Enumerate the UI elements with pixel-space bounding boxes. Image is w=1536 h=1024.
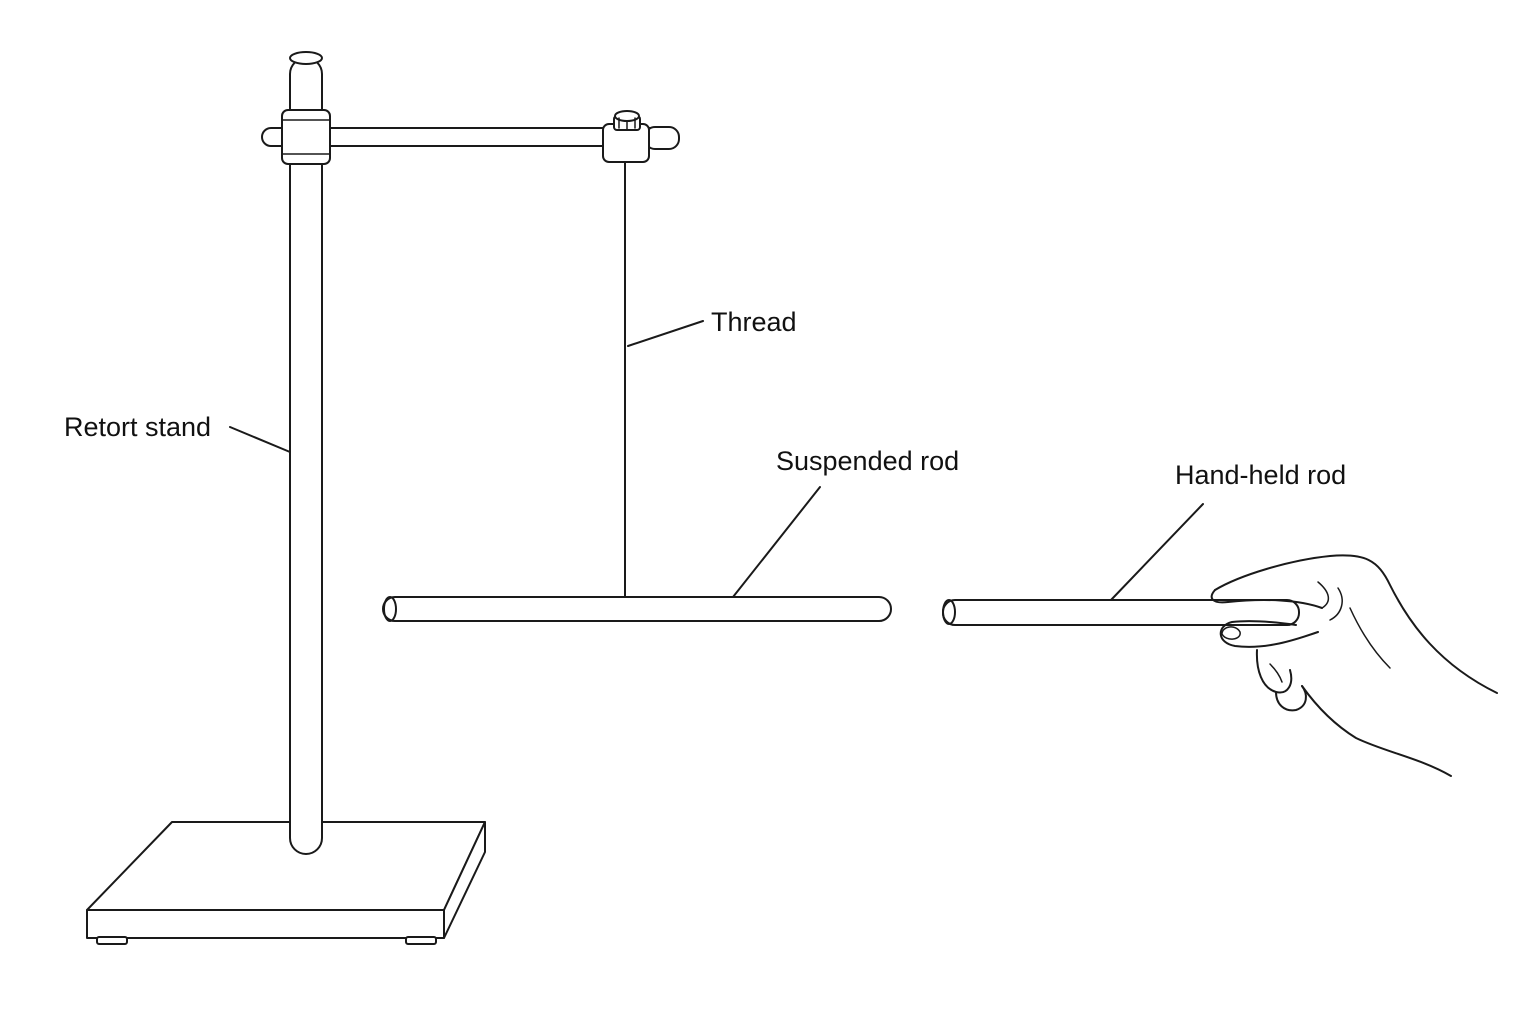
leader-retort-stand <box>229 426 291 453</box>
hand-icon <box>1210 554 1498 777</box>
boss-head <box>281 109 331 165</box>
stand-base <box>86 821 486 945</box>
thread-clamp <box>602 110 680 163</box>
label-thread: Thread <box>711 307 797 337</box>
clamp-arm <box>261 109 675 165</box>
label-retort-stand: Retort stand <box>64 412 211 442</box>
base-foot-left <box>96 936 128 945</box>
leader-thread <box>627 320 704 347</box>
label-suspended-rod: Suspended rod <box>776 446 959 476</box>
stand-pole <box>289 51 323 855</box>
leader-suspended-rod <box>732 486 821 598</box>
base-foot-right <box>405 936 437 945</box>
label-hand-held-rod: Hand-held rod <box>1175 460 1346 490</box>
hand-held-rod <box>942 599 1300 626</box>
suspended-rod <box>382 596 892 622</box>
leader-hand-held-rod <box>1110 503 1204 601</box>
